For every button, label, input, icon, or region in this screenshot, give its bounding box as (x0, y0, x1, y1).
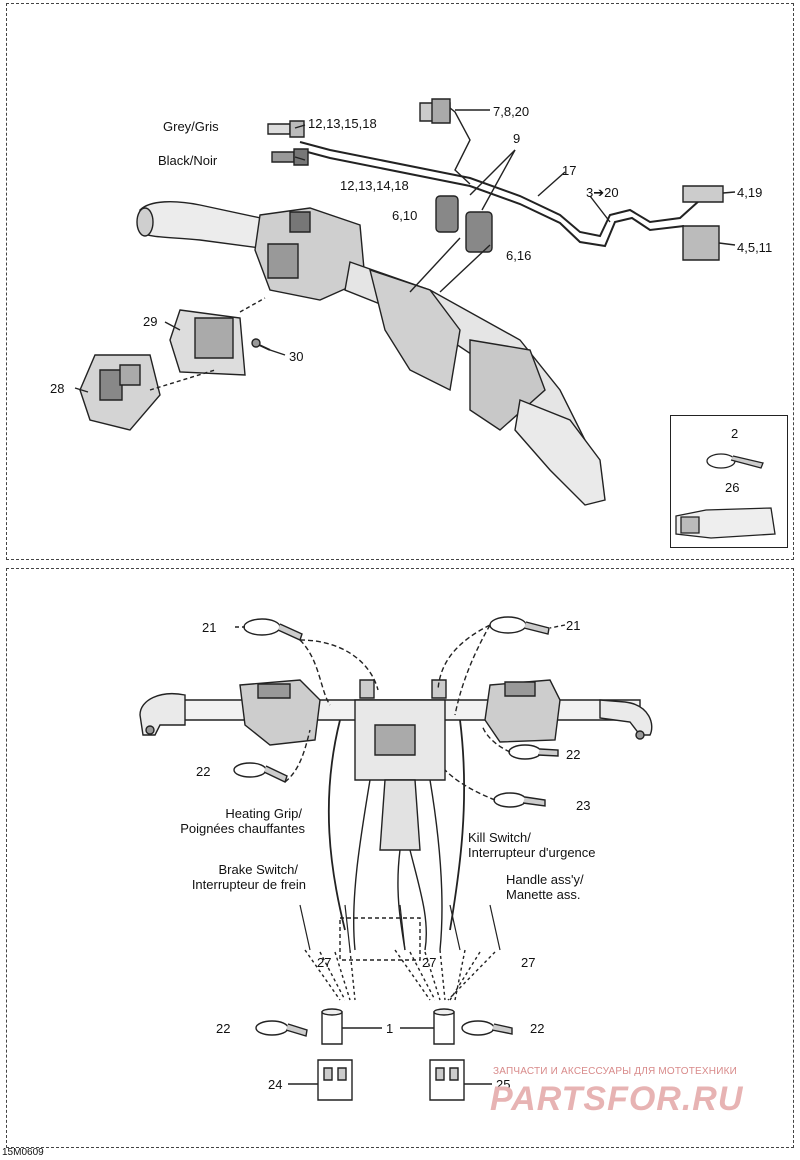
callout-7-8-20: 7,8,20 (493, 104, 530, 119)
callout-23: 23 (576, 798, 591, 813)
heating-grip-label: Heating Grip/ Poignées chauffantes (140, 806, 340, 836)
watermark-logo: PARTSFOR.RU (490, 1080, 744, 1118)
callout-17: 17 (562, 163, 577, 178)
handle-assy-label: Handle ass'y/ Manette ass. (506, 872, 584, 902)
callout-29: 29 (143, 314, 158, 329)
lower-diagram-panel (6, 568, 794, 1148)
callout-22-left-lower: 22 (216, 1021, 231, 1036)
callout-28: 28 (50, 381, 65, 396)
callout-12-13-15-18: 12,13,15,18 (308, 116, 377, 131)
callout-2: 2 (731, 426, 739, 441)
handle-assy-fr: Manette ass. (506, 887, 581, 902)
heating-grip-en: Heating Grip/ (225, 806, 302, 821)
brake-switch-fr: Interrupteur de frein (191, 877, 306, 892)
kill-switch-label: Kill Switch/ Interrupteur d'urgence (468, 830, 596, 860)
callout-21-right: 21 (566, 618, 581, 633)
handle-assy-en: Handle ass'y/ (506, 872, 584, 887)
callout-26: 26 (725, 480, 740, 495)
callout-9: 9 (513, 131, 521, 146)
accessory-inset (670, 415, 788, 548)
callout-22-left-upper: 22 (196, 764, 211, 779)
watermark-caption: ЗАПЧАСТИ И АКСЕССУАРЫ ДЛЯ МОТОТЕХНИКИ (493, 1066, 738, 1077)
callout-27-left: 27 (317, 955, 332, 970)
callout-24: 24 (268, 1077, 283, 1092)
kill-switch-fr: Interrupteur d'urgence (468, 845, 596, 860)
callout-6-10: 6,10 (392, 208, 418, 223)
upper-diagram-panel (6, 3, 794, 560)
callout-4-19: 4,19 (737, 185, 763, 200)
heating-grip-fr: Poignées chauffantes (180, 821, 305, 836)
callout-22-right-upper: 22 (566, 747, 581, 762)
callout-3-to-20: 3➔20 (586, 185, 619, 200)
black-wire-label: Black/Noir (158, 153, 218, 168)
callout-22-right-lower: 22 (530, 1021, 545, 1036)
callout-1: 1 (386, 1021, 394, 1036)
callout-12-13-14-18: 12,13,14,18 (340, 178, 409, 193)
grey-wire-label: Grey/Gris (163, 119, 219, 134)
callout-4-5-11: 4,5,11 (737, 240, 773, 255)
callout-27-mid: 27 (422, 955, 437, 970)
callout-25: 25 (496, 1077, 511, 1092)
callout-30: 30 (289, 349, 304, 364)
callout-27-right: 27 (521, 955, 536, 970)
callout-21-left: 21 (202, 620, 217, 635)
upper-handlebar-drawing (0, 0, 800, 560)
brake-switch-en: Brake Switch/ (218, 862, 298, 877)
kill-switch-en: Kill Switch/ (468, 830, 531, 845)
callout-6-16: 6,16 (506, 248, 532, 263)
drawing-reference: 15M0609 (2, 1147, 44, 1158)
brake-switch-label: Brake Switch/ Interrupteur de frein (146, 862, 306, 892)
